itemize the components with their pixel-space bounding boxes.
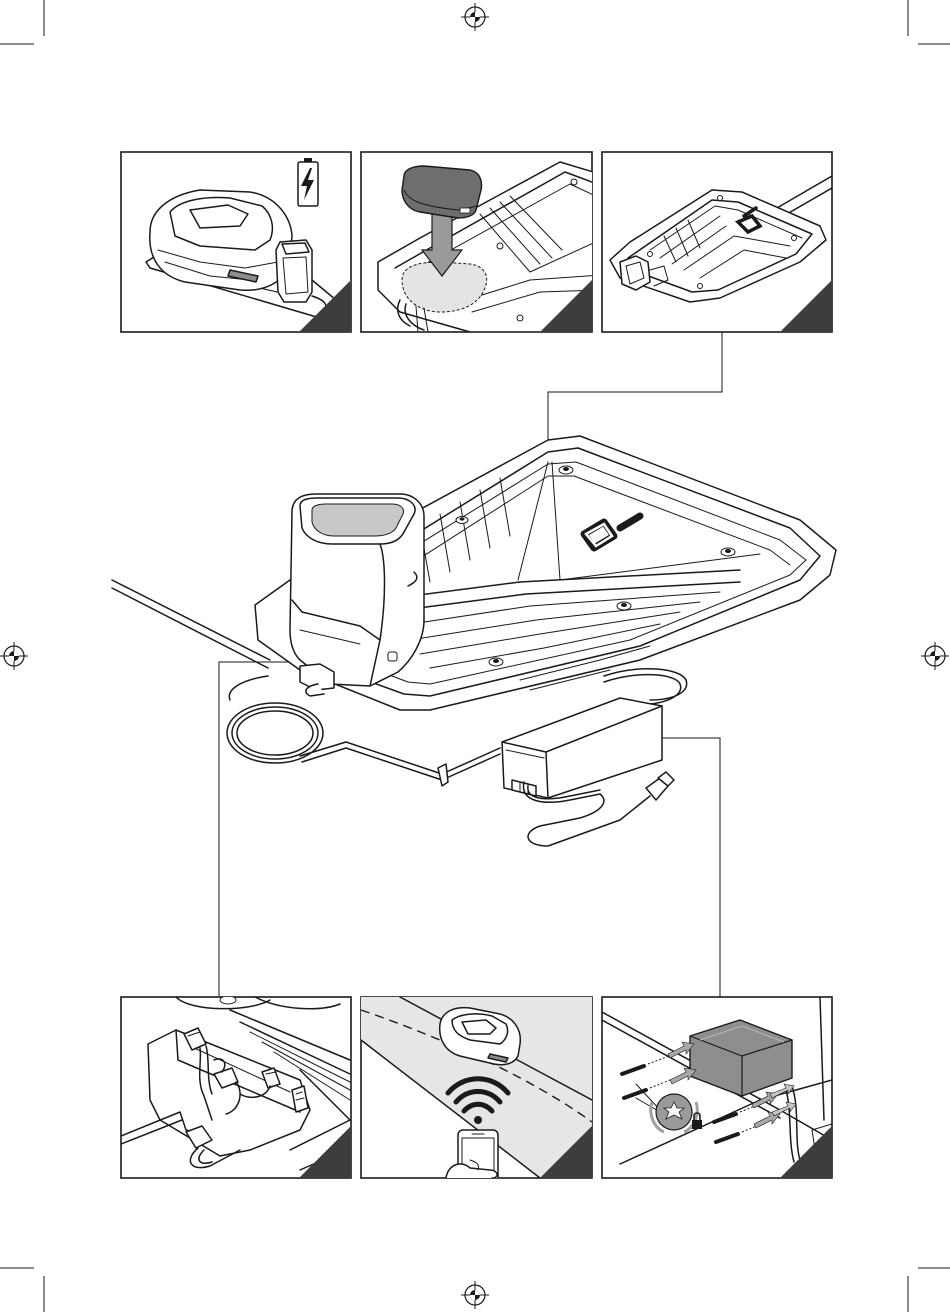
screw-hole	[456, 517, 468, 524]
cover-lid-icon	[402, 166, 482, 218]
screw-hole	[489, 658, 503, 666]
charging-station-icon	[290, 494, 424, 696]
power-supply-icon	[502, 698, 662, 798]
screw-hole	[617, 602, 631, 610]
panel-screw-mount	[602, 997, 832, 1178]
screw-hole	[559, 466, 573, 474]
registration-mark-left	[0, 642, 28, 670]
panel-base-plate	[602, 152, 832, 332]
panel-app-pairing	[361, 997, 592, 1190]
charging-station-icon	[276, 240, 312, 302]
panel-insert-cover	[361, 152, 600, 332]
overview-illustration	[112, 436, 836, 846]
panel-cable-connect	[121, 996, 351, 1178]
robot-mower-icon	[150, 190, 292, 290]
registration-mark-top	[461, 3, 489, 31]
registration-mark-right	[921, 642, 949, 670]
screw-hole	[721, 548, 735, 556]
registration-mark-bottom	[461, 1281, 489, 1309]
panel-charging	[121, 152, 351, 332]
battery-charge-icon	[298, 158, 318, 206]
